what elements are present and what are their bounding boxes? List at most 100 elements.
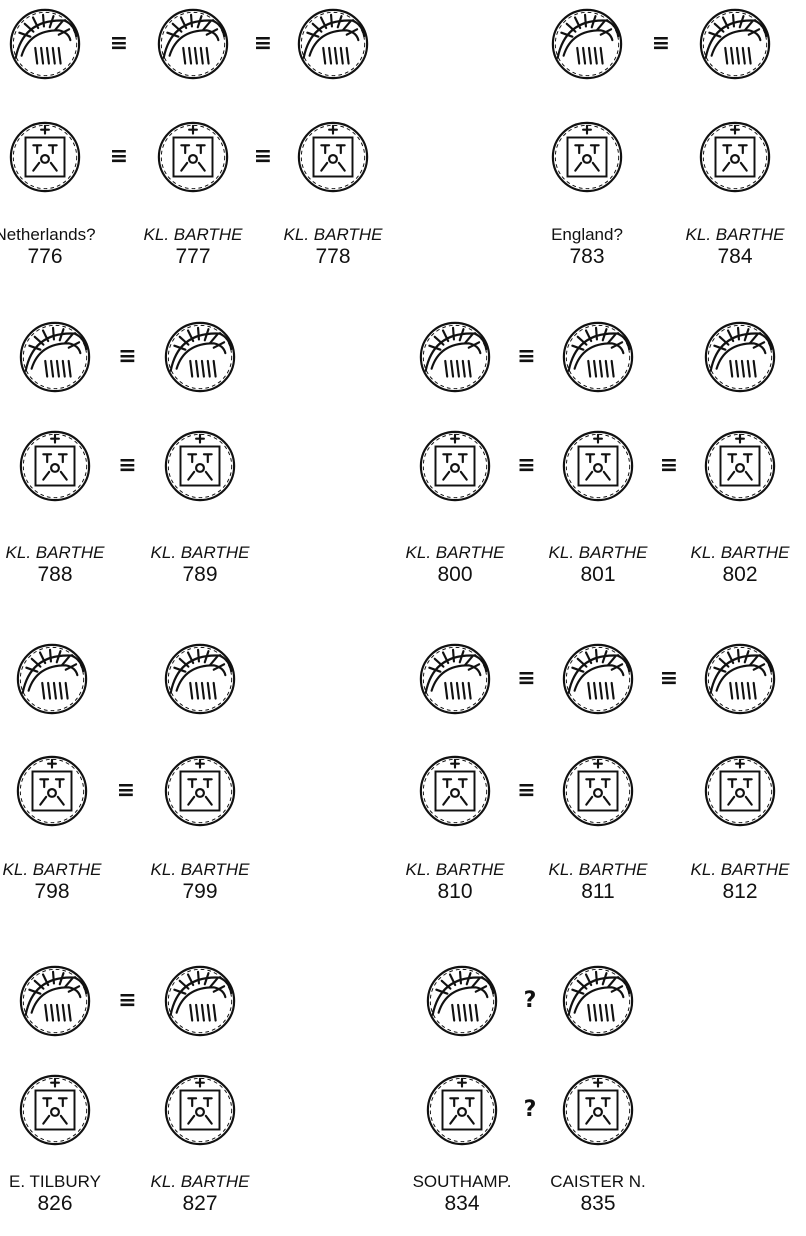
coin-number: 789 xyxy=(135,565,265,585)
coin-reverse-image xyxy=(161,427,239,505)
coin-number: 834 xyxy=(397,1194,527,1214)
coin-obverse-image xyxy=(701,640,779,718)
coin-obverse-image xyxy=(423,962,501,1040)
coin-obverse-image xyxy=(548,5,626,83)
die-link-mark: ≡ xyxy=(108,33,130,55)
coin-obverse-image xyxy=(16,318,94,396)
uncertain-die-link-mark: ? xyxy=(519,1099,541,1121)
coin-obverse-image xyxy=(6,5,84,83)
coin-caption: Netherlands?776 xyxy=(0,225,110,267)
die-link-mark: ≡ xyxy=(117,990,139,1012)
coin-caption: CAISTER N.835 xyxy=(533,1172,663,1214)
coin-obverse-image xyxy=(559,962,637,1040)
coin-reverse-image xyxy=(161,1071,239,1149)
coin-obverse-image xyxy=(559,640,637,718)
find-spot-label: KL. BARTHE xyxy=(675,860,805,880)
find-spot-label: SOUTHAMP. xyxy=(397,1172,527,1192)
coin-number: 798 xyxy=(0,882,117,902)
find-spot-label: KL. BARTHE xyxy=(670,225,800,245)
coin-obverse-image xyxy=(16,962,94,1040)
find-spot-label: KL. BARTHE xyxy=(268,225,398,245)
coin-number: 812 xyxy=(675,882,805,902)
find-spot-label: KL. BARTHE xyxy=(533,543,663,563)
die-link-mark: ≡ xyxy=(516,455,538,477)
coin-reverse-image xyxy=(416,427,494,505)
coin-number: 778 xyxy=(268,247,398,267)
die-link-mark: ≡ xyxy=(115,780,137,802)
coin-reverse-image xyxy=(6,118,84,196)
coin-reverse-image xyxy=(559,1071,637,1149)
coin-number: 801 xyxy=(533,565,663,585)
coin-number: 788 xyxy=(0,565,120,585)
coin-number: 810 xyxy=(390,882,520,902)
coin-reverse-image xyxy=(13,752,91,830)
coin-reverse-image xyxy=(154,118,232,196)
coin-obverse-image xyxy=(294,5,372,83)
coin-number: 777 xyxy=(128,247,258,267)
die-link-mark: ≡ xyxy=(252,146,274,168)
find-spot-label: KL. BARTHE xyxy=(135,860,265,880)
find-spot-label: KL. BARTHE xyxy=(390,543,520,563)
die-link-mark: ≡ xyxy=(117,455,139,477)
coin-obverse-image xyxy=(154,5,232,83)
find-spot-label: KL. BARTHE xyxy=(675,543,805,563)
coin-obverse-image xyxy=(416,640,494,718)
die-link-mark: ≡ xyxy=(650,33,672,55)
coin-reverse-image xyxy=(701,427,779,505)
coin-reverse-image xyxy=(161,752,239,830)
find-spot-label: KL. BARTHE xyxy=(135,543,265,563)
coin-reverse-image xyxy=(559,427,637,505)
coin-number: 826 xyxy=(0,1194,120,1214)
coin-reverse-image xyxy=(548,118,626,196)
coin-obverse-image xyxy=(696,5,774,83)
die-link-mark: ≡ xyxy=(516,346,538,368)
coin-reverse-image xyxy=(294,118,372,196)
find-spot-label: CAISTER N. xyxy=(533,1172,663,1192)
coin-caption: England?783 xyxy=(522,225,652,267)
find-spot-label: KL. BARTHE xyxy=(128,225,258,245)
coin-reverse-image xyxy=(16,427,94,505)
find-spot-label: England? xyxy=(522,225,652,245)
coin-obverse-image xyxy=(416,318,494,396)
find-spot-label: KL. BARTHE xyxy=(390,860,520,880)
coin-number: 835 xyxy=(533,1194,663,1214)
coin-obverse-image xyxy=(161,640,239,718)
coin-number: 827 xyxy=(135,1194,265,1214)
coin-number: 784 xyxy=(670,247,800,267)
uncertain-die-link-mark: ? xyxy=(519,990,541,1012)
die-link-mark: ≡ xyxy=(658,455,680,477)
find-spot-label: Netherlands? xyxy=(0,225,110,245)
find-spot-label: E. TILBURY xyxy=(0,1172,120,1192)
die-link-mark: ≡ xyxy=(252,33,274,55)
find-spot-label: KL. BARTHE xyxy=(0,543,120,563)
coin-reverse-image xyxy=(559,752,637,830)
die-link-mark: ≡ xyxy=(658,668,680,690)
coin-number: 800 xyxy=(390,565,520,585)
coin-reverse-image xyxy=(416,752,494,830)
coin-number: 783 xyxy=(522,247,652,267)
coin-number: 811 xyxy=(533,882,663,902)
coin-number: 799 xyxy=(135,882,265,902)
die-link-mark: ≡ xyxy=(117,346,139,368)
coin-number: 802 xyxy=(675,565,805,585)
coin-obverse-image xyxy=(13,640,91,718)
coin-reverse-image xyxy=(16,1071,94,1149)
coin-obverse-image xyxy=(161,962,239,1040)
coin-caption: SOUTHAMP.834 xyxy=(397,1172,527,1214)
find-spot-label: KL. BARTHE xyxy=(533,860,663,880)
coin-number: 776 xyxy=(0,247,110,267)
find-spot-label: KL. BARTHE xyxy=(135,1172,265,1192)
coin-reverse-image xyxy=(696,118,774,196)
die-link-mark: ≡ xyxy=(516,668,538,690)
coin-reverse-image xyxy=(423,1071,501,1149)
die-link-mark: ≡ xyxy=(108,146,130,168)
